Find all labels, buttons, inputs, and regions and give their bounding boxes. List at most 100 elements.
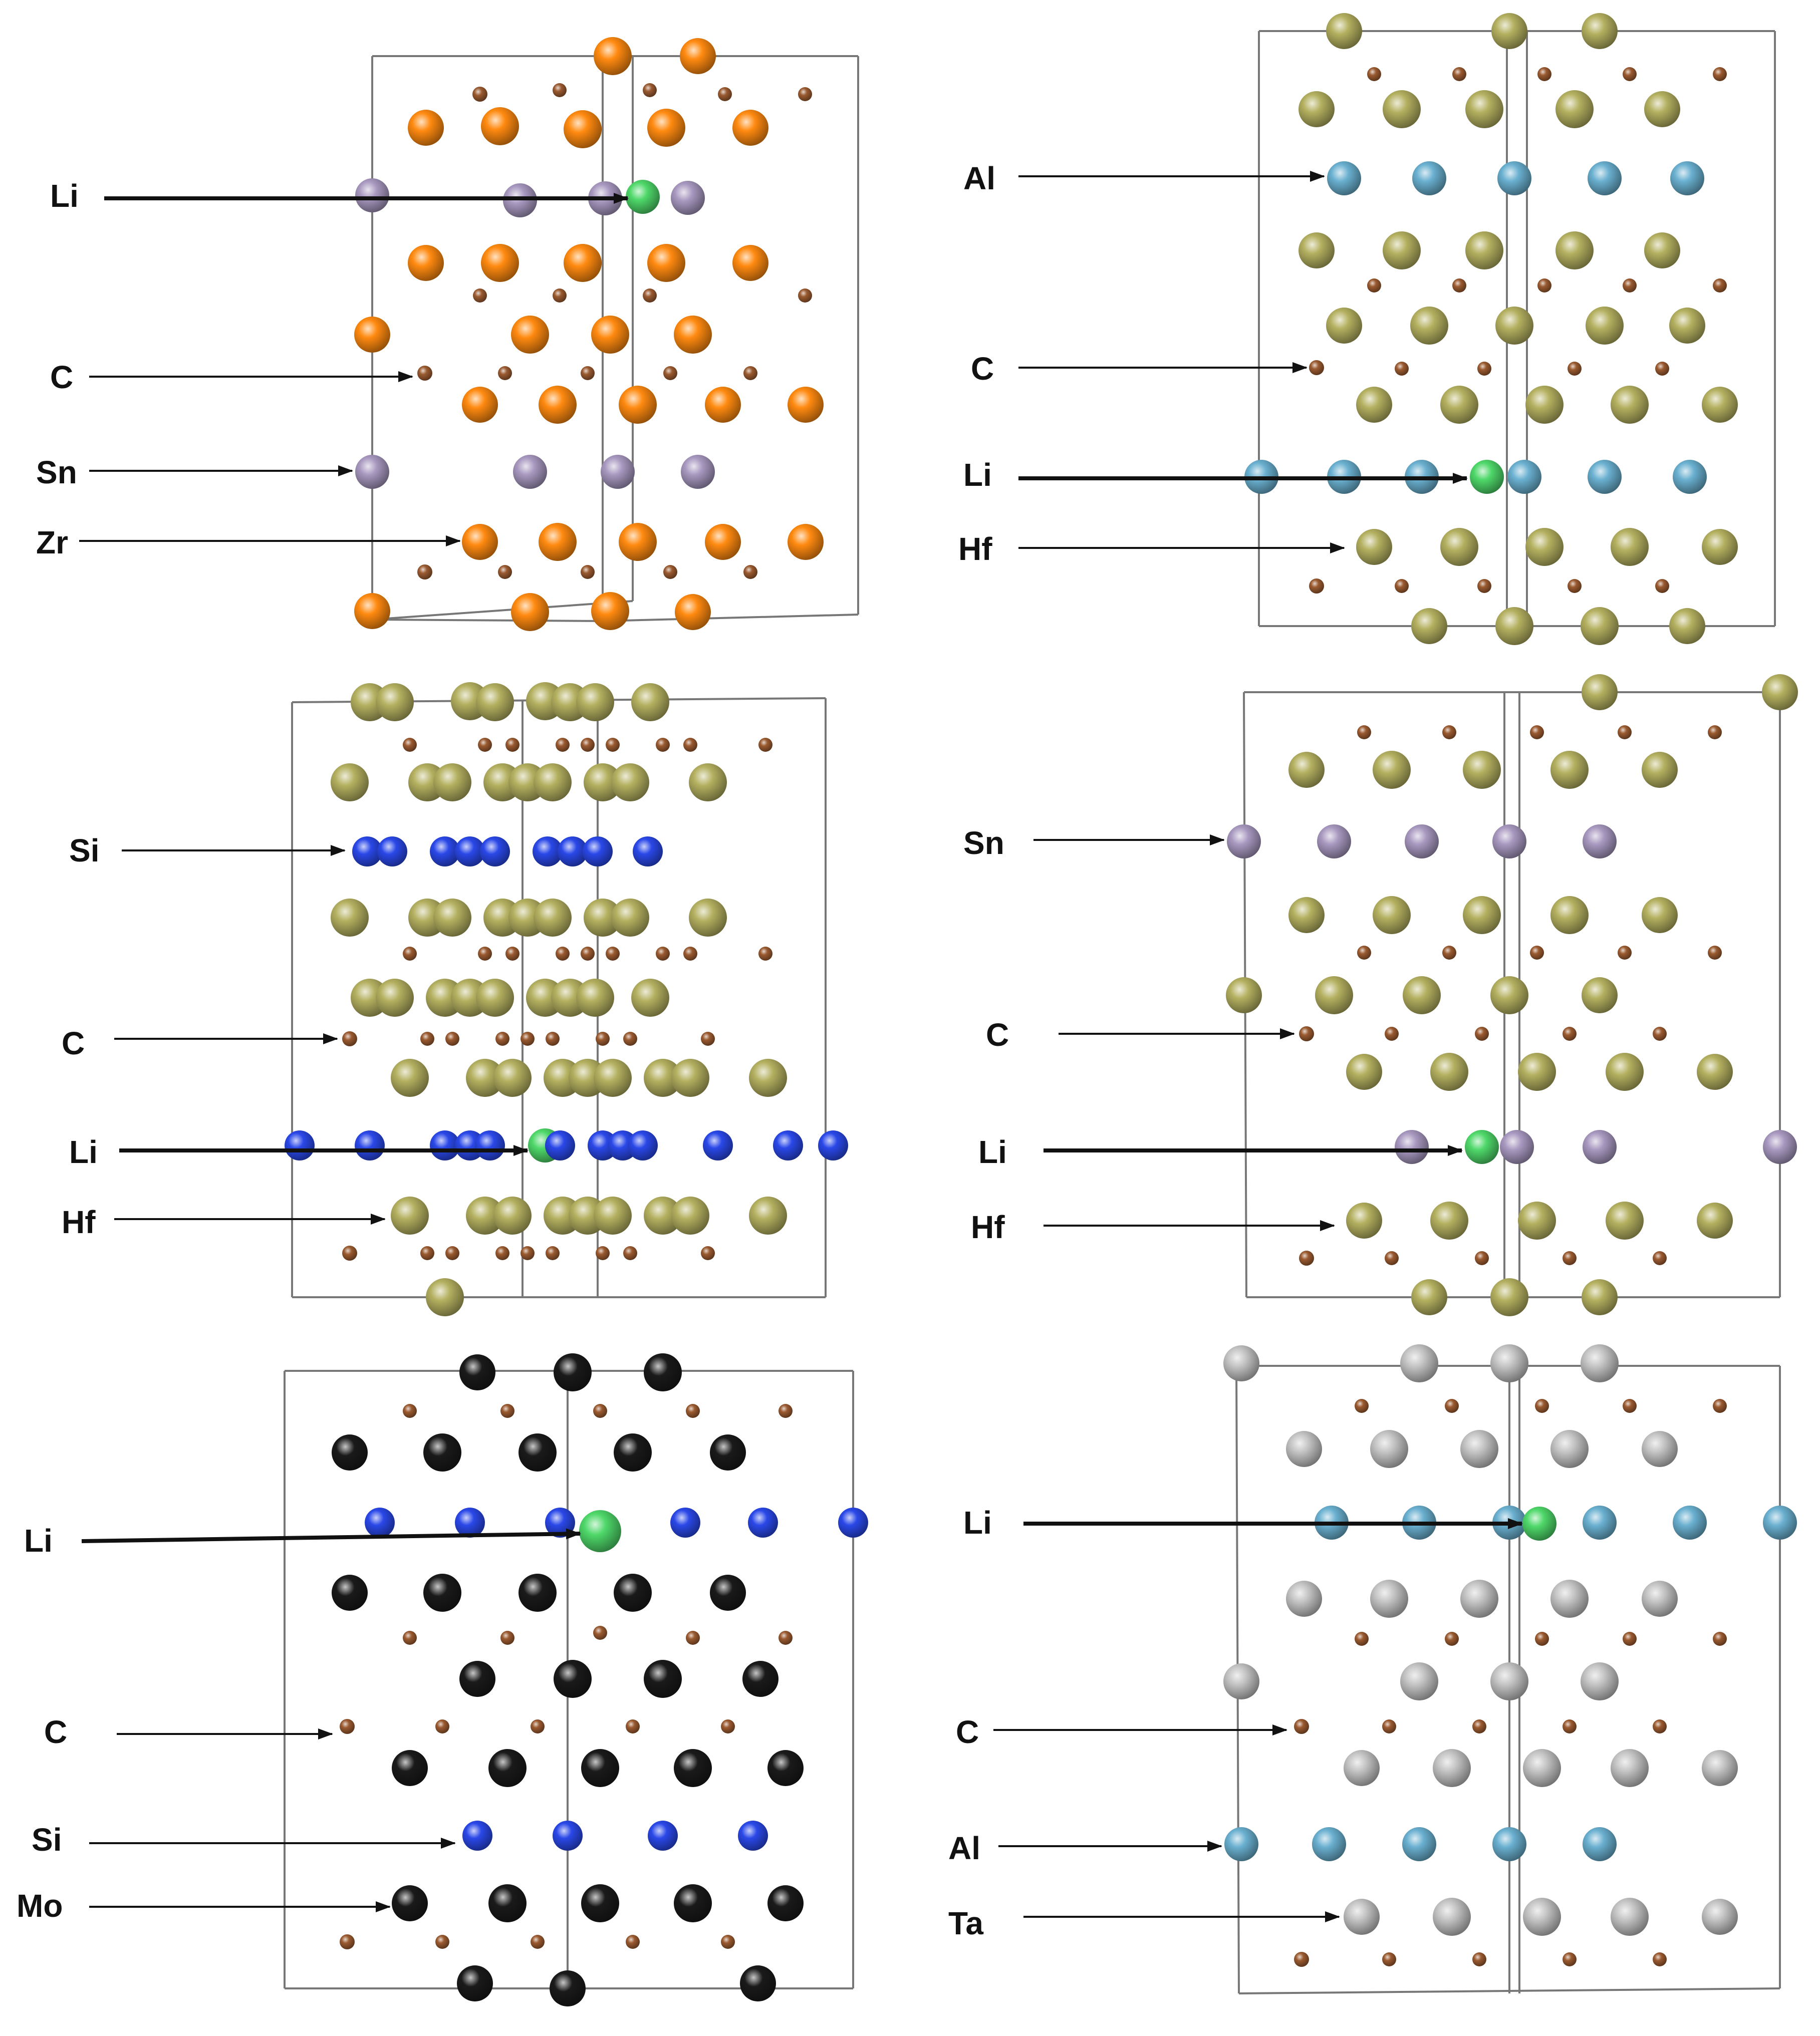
- atom-hf: [1465, 90, 1503, 128]
- atom-c: [472, 87, 487, 102]
- atom-hf: [1495, 307, 1533, 345]
- atom-c: [498, 565, 512, 579]
- atom-li: [626, 180, 660, 214]
- atom-ta: [1286, 1431, 1322, 1467]
- atom-c: [417, 366, 432, 381]
- atom-ta: [1490, 1662, 1528, 1700]
- atom-hf: [1611, 528, 1649, 566]
- atom-zr: [675, 594, 711, 630]
- atom-hf: [1440, 386, 1478, 424]
- atom-ta: [1550, 1430, 1589, 1468]
- atom-c: [1653, 1251, 1667, 1265]
- label-al: Al: [963, 160, 995, 196]
- atom-hf: [1644, 91, 1680, 127]
- atom-mo: [644, 1353, 682, 1391]
- atom-c: [1309, 360, 1324, 375]
- atom-c: [1655, 362, 1669, 376]
- atom-hf: [1463, 751, 1501, 789]
- atom-zr: [408, 245, 444, 281]
- atom-zr: [354, 593, 390, 629]
- atom-layer: [354, 37, 824, 631]
- atom-c: [1623, 67, 1637, 81]
- atom-c: [1618, 946, 1632, 960]
- atom-hf: [1495, 607, 1533, 645]
- atom-hf: [1582, 977, 1618, 1013]
- atom-c: [1367, 67, 1381, 81]
- atom-c: [718, 87, 732, 101]
- atom-hf: [1383, 231, 1421, 269]
- atom-c: [1653, 1952, 1667, 1966]
- atom-mo: [644, 1660, 682, 1698]
- atom-zr: [511, 316, 549, 354]
- atom-layer: [1226, 674, 1798, 1316]
- atom-zr: [788, 387, 824, 423]
- atom-c: [1442, 725, 1456, 739]
- atom-mo: [740, 1965, 776, 2001]
- atom-hf: [1491, 13, 1527, 49]
- atom-hf: [476, 683, 514, 721]
- label-zr: Zr: [36, 524, 68, 560]
- atom-layer: [1244, 13, 1738, 645]
- atom-c: [420, 1246, 434, 1260]
- atom-hf: [1606, 1202, 1644, 1240]
- atom-mo: [614, 1433, 652, 1472]
- label-al: Al: [948, 1830, 980, 1866]
- atom-mo: [518, 1574, 557, 1612]
- atom-hf: [1288, 752, 1325, 788]
- atom-hf: [1555, 90, 1594, 128]
- atom-hf: [1606, 1053, 1644, 1091]
- panel-mo-si: Li C Si Mo: [17, 1353, 868, 2006]
- atom-si: [430, 836, 460, 866]
- atom-c: [656, 947, 670, 961]
- atom-zr: [619, 523, 657, 561]
- atom-zr: [564, 110, 602, 148]
- atom-al: [1588, 161, 1622, 195]
- atom-hf: [1525, 528, 1564, 566]
- atom-si: [553, 1821, 583, 1851]
- atom-c: [1472, 1952, 1486, 1966]
- atom-hf: [426, 1278, 464, 1316]
- atom-c: [683, 738, 697, 752]
- atom-hf: [534, 899, 572, 937]
- atom-hf: [1669, 608, 1705, 644]
- atom-al: [1583, 1506, 1617, 1540]
- atom-hf: [1644, 232, 1680, 268]
- atom-c: [593, 1626, 607, 1640]
- atom-c: [498, 366, 512, 380]
- atom-ta: [1611, 1898, 1649, 1936]
- atom-al: [1327, 161, 1361, 195]
- atom-ta: [1344, 1750, 1380, 1786]
- atom-hf: [476, 979, 514, 1017]
- atom-c: [581, 366, 595, 380]
- atom-c: [1618, 725, 1632, 739]
- atom-c: [403, 947, 417, 961]
- atom-c: [556, 947, 570, 961]
- atom-sn: [1227, 824, 1261, 858]
- labels: Li C Sn Zr: [36, 178, 79, 560]
- atom-c: [420, 1032, 434, 1046]
- atom-c: [1530, 725, 1544, 739]
- atom-c: [1475, 1251, 1489, 1265]
- atom-ta: [1611, 1749, 1649, 1787]
- atom-si: [633, 836, 663, 866]
- atom-hf: [1373, 751, 1411, 789]
- atom-c: [1294, 1952, 1309, 1967]
- atom-hf: [493, 1059, 532, 1097]
- atom-ta: [1490, 1344, 1528, 1382]
- atom-sn: [1395, 1130, 1429, 1164]
- atom-sn: [601, 455, 635, 489]
- atom-c: [1623, 1632, 1637, 1646]
- atom-si: [558, 836, 588, 866]
- atom-c: [626, 1719, 640, 1733]
- label-c: C: [971, 351, 994, 387]
- atom-c: [342, 1031, 357, 1046]
- atom-mo: [614, 1574, 652, 1612]
- atom-si: [838, 1508, 868, 1538]
- atom-zr: [539, 523, 577, 561]
- atom-ta: [1400, 1662, 1438, 1700]
- atom-al: [1507, 460, 1541, 494]
- atom-c: [553, 83, 567, 97]
- label-sn: Sn: [36, 454, 77, 490]
- atom-si: [355, 1130, 385, 1160]
